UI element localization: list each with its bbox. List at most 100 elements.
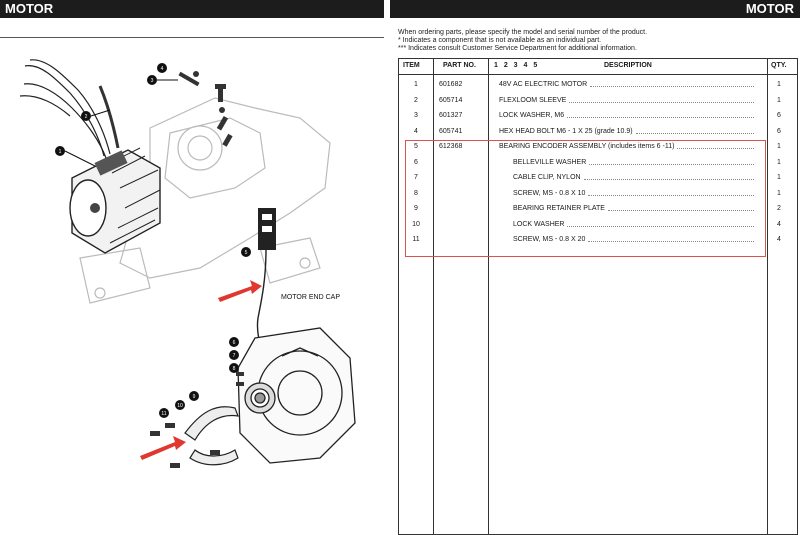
page-gutter	[384, 0, 390, 535]
leader-dots	[584, 179, 754, 180]
table-row: 11 SCREW, MS - 0.8 X 20 4	[399, 233, 797, 248]
cell-part-no: 601327	[439, 112, 463, 119]
callout-2: 2	[81, 109, 111, 121]
callout-6: 6	[229, 337, 239, 347]
motor-end-cap-label: MOTOR END CAP	[281, 294, 340, 301]
electric-motor	[69, 147, 161, 254]
header-part-no: PART NO.	[443, 62, 476, 69]
cell-description: LOCK WASHER, M6	[499, 112, 565, 119]
cell-item: 10	[412, 220, 420, 228]
cell-item: 8	[414, 189, 418, 197]
table-row: 1 601682 48V AC ELECTRIC MOTOR 1	[399, 78, 797, 93]
header-description: DESCRIPTION	[604, 62, 652, 69]
cell-item: 9	[414, 205, 418, 212]
leader-dots	[569, 101, 754, 103]
red-arrows	[140, 280, 262, 460]
left-header-title: MOTOR	[5, 1, 54, 16]
cell-qty: 6	[777, 127, 781, 135]
right-header-title: MOTOR	[745, 1, 794, 16]
cell-qty: 1	[777, 174, 781, 181]
small-screws	[150, 372, 244, 468]
header-levels: 1 2 3 4 5	[494, 62, 538, 69]
cell-item: 7	[414, 174, 418, 181]
cell-qty: 1	[777, 81, 781, 88]
cell-description: SCREW, MS - 0.8 X 20	[513, 236, 586, 243]
cell-part-no: 605714	[439, 96, 463, 104]
note-line: *** Indicates consult Customer Service D…	[398, 45, 637, 52]
cell-qty: 4	[777, 236, 781, 243]
cell-description: SCREW, MS - 0.8 X 10	[513, 189, 586, 197]
cell-qty: 1	[777, 96, 781, 104]
callout-number: 5	[245, 250, 248, 256]
callout-5: 5	[241, 247, 251, 257]
callout-number: 6	[233, 340, 236, 346]
callout-1: 1	[55, 146, 96, 167]
cell-item: 6	[414, 158, 418, 166]
cell-part-no: 605741	[439, 127, 463, 135]
col-divider	[433, 59, 434, 534]
cell-qty: 4	[777, 220, 781, 228]
ordering-notes: When ordering parts, please specify the …	[398, 29, 647, 53]
cell-qty: 6	[777, 112, 781, 119]
cell-item: 1	[414, 81, 418, 88]
callout-number: 9	[193, 394, 196, 400]
callout-number: 1	[59, 149, 62, 155]
leader-dots	[636, 132, 754, 134]
table-header-row: ITEM PART NO. 1 2 3 4 5 DESCRIPTION QTY.	[399, 59, 797, 75]
table-row: 3 601327 LOCK WASHER, M6 6	[399, 109, 797, 124]
callout-number: 4	[161, 66, 164, 72]
cell-qty: 2	[777, 205, 781, 212]
callout-number: 10	[177, 403, 183, 409]
cell-item: 4	[414, 127, 418, 135]
cell-item: 3	[414, 112, 418, 119]
leader-dots	[588, 241, 754, 242]
callout-10: 10	[175, 400, 185, 410]
cell-item: 5	[414, 143, 418, 150]
callout-7: 7	[229, 350, 239, 360]
leader-dots	[608, 210, 754, 211]
bolts-group	[178, 71, 233, 147]
motor-end-cap	[237, 327, 356, 464]
leader-dots	[567, 117, 754, 118]
callout-4: 4	[157, 63, 167, 73]
callout-number: 8	[233, 366, 236, 372]
left-page-header: MOTOR	[0, 0, 384, 18]
motor-exploded-diagram: 1 2 3 4 5 6 7 8 9 10 11	[19, 59, 356, 468]
right-page-header: MOTOR	[390, 0, 800, 18]
table-row: 9 BEARING RETAINER PLATE 2	[399, 202, 797, 217]
col-divider	[488, 59, 489, 534]
cell-description: 48V AC ELECTRIC MOTOR	[499, 81, 588, 88]
cell-description: LOCK WASHER	[513, 220, 565, 228]
callout-number: 3	[151, 78, 154, 84]
cell-part-no: 601682	[439, 81, 463, 88]
callout-11: 11	[159, 408, 169, 418]
cell-item: 2	[414, 96, 418, 104]
callout-8: 8	[229, 363, 239, 373]
col-divider	[767, 59, 768, 534]
encoder-assembly-highlight	[405, 140, 766, 257]
table-row: 10 LOCK WASHER 4	[399, 218, 797, 233]
leader-dots	[677, 148, 754, 149]
leader-dots	[567, 225, 754, 227]
retainer-plate	[184, 406, 239, 466]
callout-bubbles: 1 2 3 4 5 6 7 8 9 10 11	[55, 63, 251, 418]
cell-description: BEARING RETAINER PLATE	[513, 205, 605, 212]
cell-description: BELLEVILLE WASHER	[513, 158, 587, 166]
leader-dots	[588, 194, 754, 196]
parts-table: ITEM PART NO. 1 2 3 4 5 DESCRIPTION QTY.…	[398, 58, 798, 535]
table-row: 5 612368 BEARING ENCODER ASSEMBLY (include…	[399, 140, 797, 155]
callout-number: 2	[85, 114, 88, 120]
callout-number: 7	[233, 353, 236, 359]
cell-qty: 1	[777, 158, 781, 166]
callout-9: 9	[189, 391, 199, 401]
cell-description: BEARING ENCODER ASSEMBLY (includes items…	[499, 143, 675, 150]
note-line: When ordering parts, please specify the …	[398, 29, 648, 36]
cell-qty: 1	[777, 143, 781, 150]
cell-item: 11	[412, 236, 420, 243]
cell-part-no: 612368	[439, 143, 463, 150]
leader-dots	[590, 86, 754, 87]
